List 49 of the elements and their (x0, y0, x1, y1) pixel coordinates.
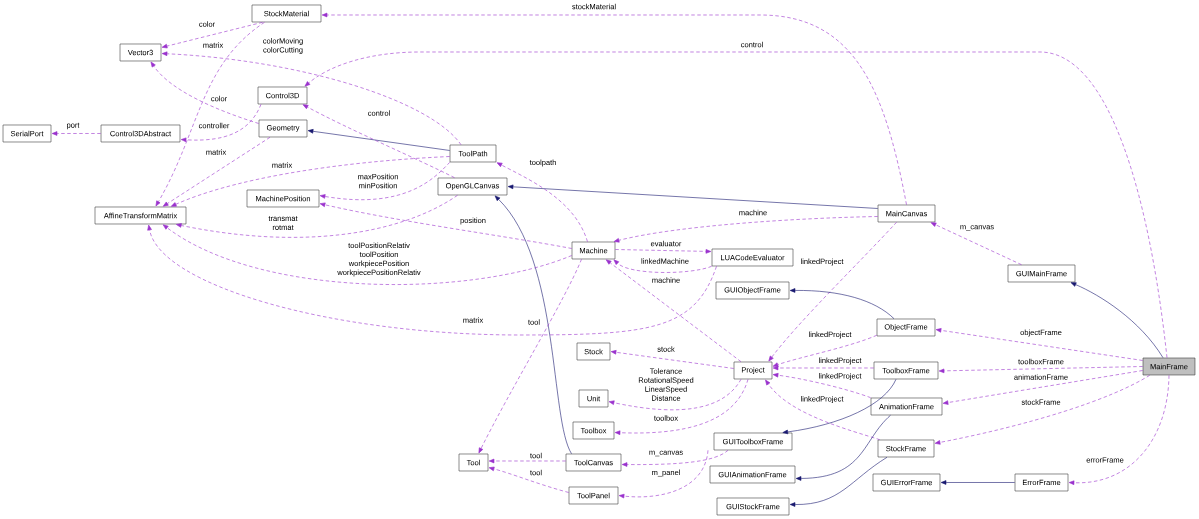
dashed-arrow (613, 216, 878, 243)
dashed-arrow (180, 104, 262, 143)
dashed-arrow (934, 375, 1150, 445)
dashed-arrow (321, 12, 907, 205)
dashed-arrow (176, 195, 458, 238)
dashed-arrow (615, 249, 712, 254)
dashed-arrow (765, 379, 880, 440)
dashed-arrow (1068, 375, 1170, 485)
arrow (494, 195, 572, 454)
dashed-arrow (488, 458, 566, 464)
dashed-arrow (608, 379, 742, 411)
dashed-arrow (162, 137, 271, 207)
dashed-arrow (935, 328, 1143, 361)
arrow (940, 480, 1015, 485)
arrow (795, 415, 891, 481)
dashed-arrow (496, 162, 588, 242)
dashed-arrow (613, 259, 712, 273)
dashed-arrow (478, 259, 582, 454)
dashed-arrow (162, 224, 572, 285)
dashed-arrow (488, 466, 569, 493)
dashed-arrow (772, 365, 874, 371)
dashed-arrow (304, 51, 1168, 358)
arrow (307, 129, 450, 151)
dashed-arrow (171, 156, 450, 207)
arrow (1070, 282, 1164, 358)
dashed-arrow (768, 222, 897, 362)
arrow (789, 288, 895, 319)
dashed-arrow (610, 350, 734, 369)
arrow (789, 457, 888, 507)
dashed-arrow (147, 224, 717, 336)
dashed-arrow (605, 259, 742, 362)
dashed-arrow (155, 22, 265, 207)
dashed-arrow (772, 335, 877, 367)
arrow (782, 379, 897, 435)
dashed-arrow (938, 366, 1143, 374)
arrow (507, 184, 878, 209)
dashed-arrow (614, 379, 749, 435)
dashed-arrow (161, 22, 263, 49)
dashed-arrow (772, 372, 871, 398)
dashed-arrow (942, 370, 1143, 405)
dashed-arrow (161, 51, 462, 145)
dashed-arrow (618, 450, 709, 499)
dashed-arrow (51, 131, 101, 136)
dashed-arrow (150, 61, 259, 124)
dashed-arrow (319, 202, 572, 249)
dashed-arrow (319, 162, 450, 201)
dashed-arrow (930, 222, 1022, 265)
dashed-arrow (621, 450, 729, 467)
dashed-arrow (302, 104, 455, 178)
